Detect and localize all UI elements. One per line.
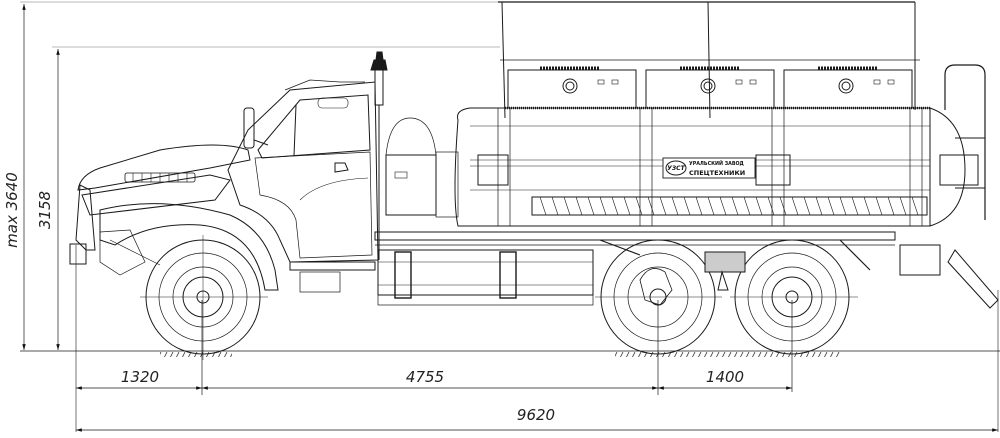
tank-body xyxy=(454,1,999,309)
svg-text:СПЕЦТЕХНИКИ: СПЕЦТЕХНИКИ xyxy=(689,169,745,177)
wheelbase-label: 4755 xyxy=(406,368,444,386)
rear-wheel-2 xyxy=(730,239,858,355)
dimension-chain xyxy=(75,245,999,432)
manufacturer-logo: УЗСТ УРАЛЬСКИЙ ЗАВОД СПЕЦТЕХНИКИ xyxy=(662,157,756,179)
rear-wheel-1 xyxy=(595,239,722,355)
overall-length-label: 9620 xyxy=(517,406,555,424)
front-wheel xyxy=(140,235,268,360)
rear-axle-spacing-label: 1400 xyxy=(706,368,744,386)
truck-cab xyxy=(69,51,388,293)
svg-text:УРАЛЬСКИЙ ЗАВОД: УРАЛЬСКИЙ ЗАВОД xyxy=(689,159,744,167)
dimension-height xyxy=(52,46,500,350)
dimension-max-height xyxy=(20,1,500,350)
height-label: 3158 xyxy=(36,191,54,229)
front-overhang-label: 1320 xyxy=(121,368,159,386)
chassis-frame xyxy=(374,117,896,306)
max-height-label: max 3640 xyxy=(3,172,21,248)
rear-suspension xyxy=(599,239,871,291)
svg-text:УЗСТ: УЗСТ xyxy=(667,165,685,172)
